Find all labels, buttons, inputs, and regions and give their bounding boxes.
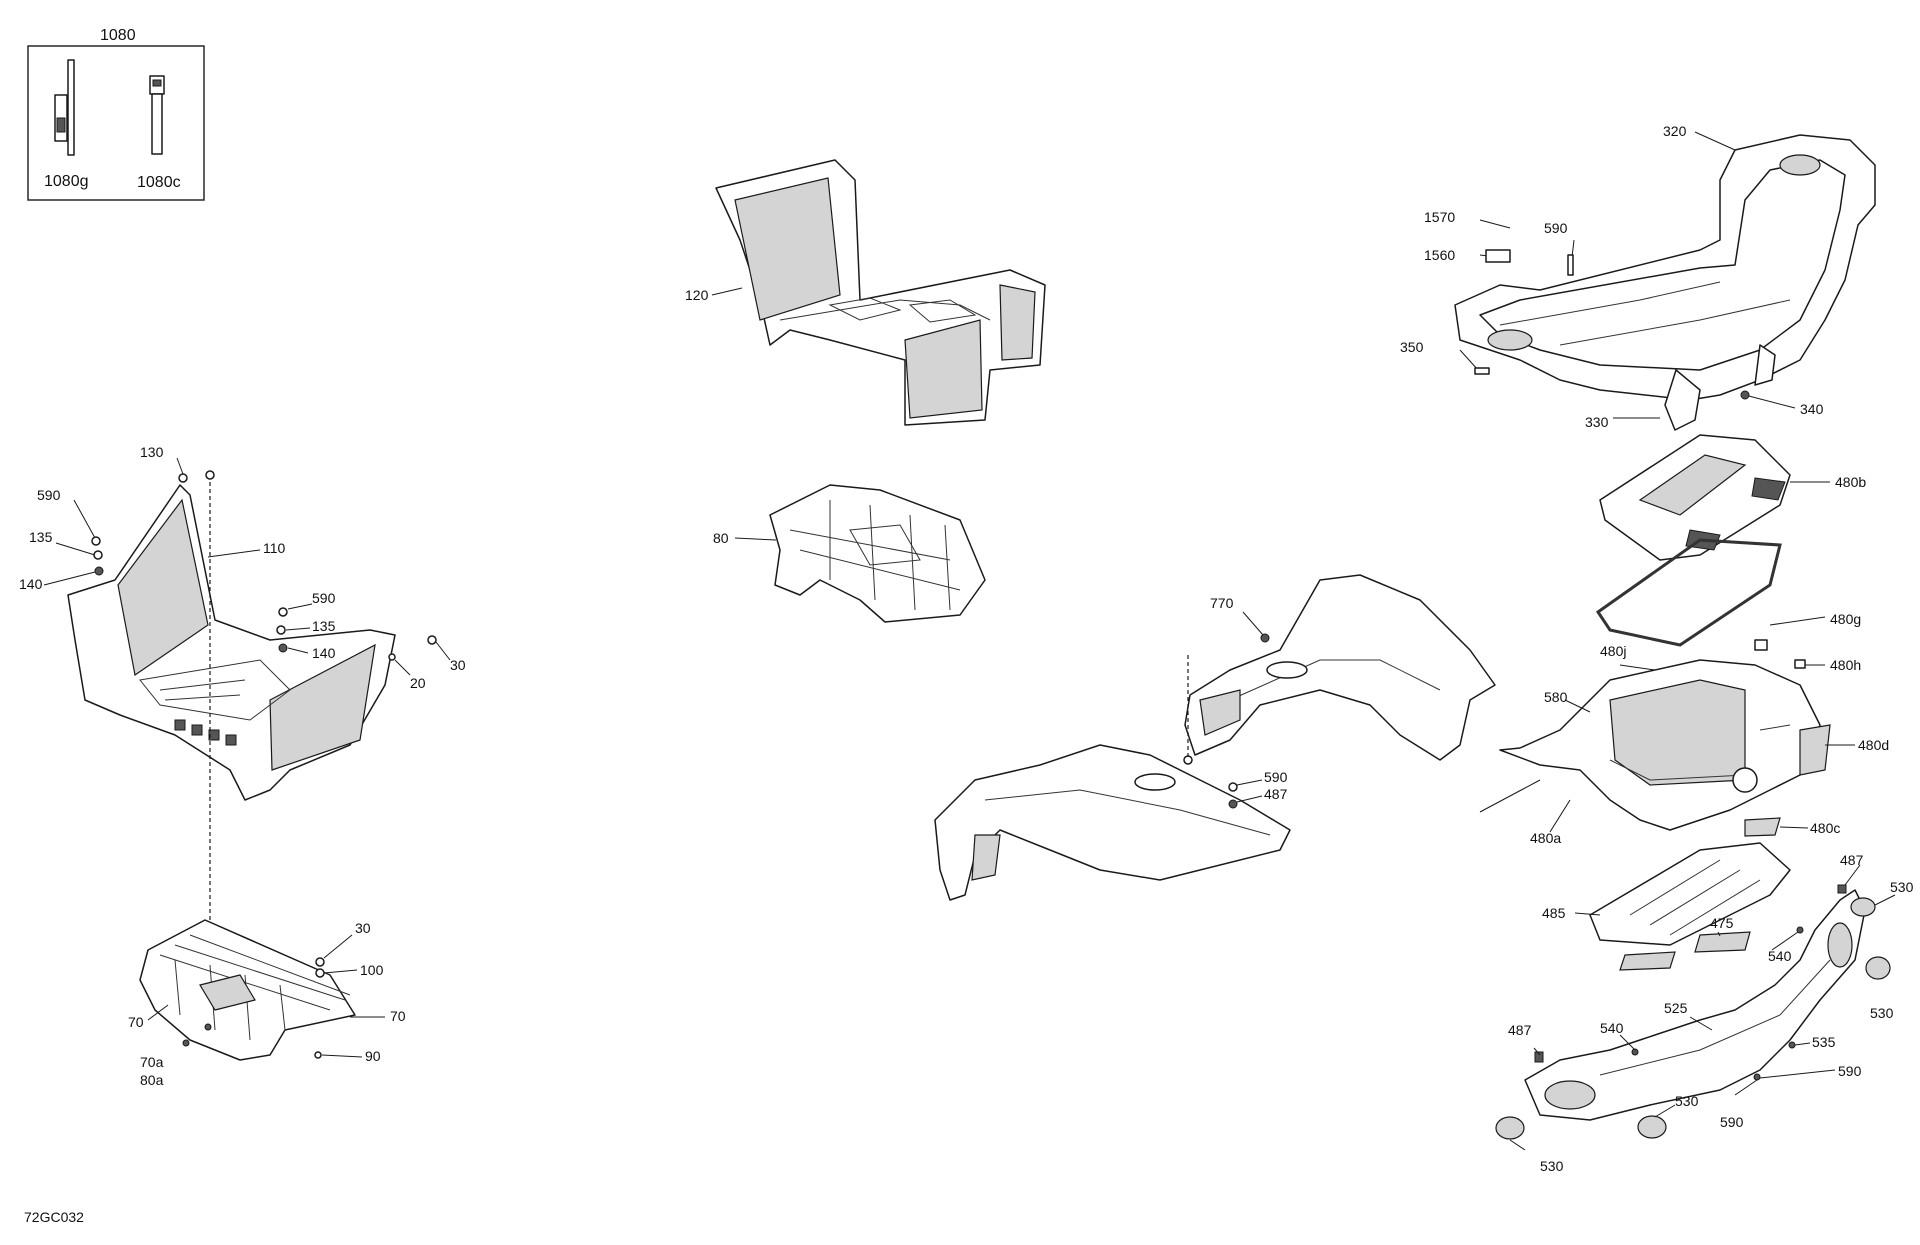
front-fender-illustration bbox=[934, 655, 1291, 901]
callout-590-rack: 590 bbox=[1544, 220, 1568, 236]
part-1080g-illustration bbox=[54, 59, 75, 156]
callout-30-lower: 30 bbox=[355, 920, 371, 936]
callout-535: 535 bbox=[1812, 1034, 1836, 1050]
callout-120: 120 bbox=[685, 287, 709, 303]
callout-100: 100 bbox=[360, 962, 384, 978]
part-525-illustration bbox=[1495, 864, 1896, 1151]
kit-title: 1080 bbox=[100, 27, 136, 44]
callout-530-bottom: 530 bbox=[1540, 1158, 1564, 1174]
callout-770: 770 bbox=[1210, 595, 1234, 611]
part-480b-illustration bbox=[1599, 434, 1830, 561]
callout-480b: 480b bbox=[1835, 474, 1866, 490]
callout-70-left: 70 bbox=[128, 1014, 144, 1030]
callout-1570: 1570 bbox=[1424, 209, 1455, 225]
callout-350: 350 bbox=[1400, 339, 1424, 355]
part-770-illustration bbox=[1184, 574, 1496, 761]
callout-135-mid: 135 bbox=[312, 618, 336, 634]
callout-30-upper: 30 bbox=[450, 657, 466, 673]
callout-80: 80 bbox=[713, 530, 729, 546]
callout-530-right: 530 bbox=[1870, 1005, 1894, 1021]
callout-540-upper: 540 bbox=[1768, 948, 1792, 964]
part-1080c-illustration bbox=[149, 75, 165, 155]
callout-530-top: 530 bbox=[1890, 879, 1914, 895]
callout-487-bumper-top: 487 bbox=[1840, 852, 1864, 868]
callout-480d: 480d bbox=[1858, 737, 1889, 753]
callout-480a: 480a bbox=[1530, 830, 1561, 846]
part-70-illustration bbox=[139, 919, 385, 1061]
part-480a-illustration bbox=[1479, 616, 1855, 837]
part-80-illustration bbox=[734, 484, 986, 623]
callout-80a: 80a bbox=[140, 1072, 164, 1088]
callout-525: 525 bbox=[1664, 1000, 1688, 1016]
left-fastener-stack bbox=[43, 457, 215, 586]
callout-480c: 480c bbox=[1810, 820, 1840, 836]
reflector-530-upper-illustration bbox=[1850, 897, 1876, 917]
callout-1080c: 1080c bbox=[137, 174, 181, 191]
storage-gasket-illustration bbox=[1595, 538, 1782, 647]
callout-480h: 480h bbox=[1830, 657, 1861, 673]
callout-1080g: 1080g bbox=[44, 173, 89, 190]
callout-90: 90 bbox=[365, 1048, 381, 1064]
callout-70-right: 70 bbox=[390, 1008, 406, 1024]
callout-590-mid: 590 bbox=[312, 590, 336, 606]
callout-480g: 480g bbox=[1830, 611, 1861, 627]
figure-code: 72GC032 bbox=[24, 1209, 84, 1225]
callout-130: 130 bbox=[140, 444, 164, 460]
callout-140-left: 140 bbox=[19, 576, 43, 592]
callout-480j: 480j bbox=[1600, 643, 1626, 659]
callout-590-fender: 590 bbox=[1264, 769, 1288, 785]
callout-475: 475 bbox=[1710, 915, 1734, 931]
part-485-illustration bbox=[1574, 842, 1791, 971]
callout-485: 485 bbox=[1542, 905, 1566, 921]
callout-135-left: 135 bbox=[29, 529, 53, 545]
callout-140-mid: 140 bbox=[312, 645, 336, 661]
callout-330: 330 bbox=[1585, 414, 1609, 430]
callout-590-left: 590 bbox=[37, 487, 61, 503]
callout-590-bumper-bottom: 590 bbox=[1720, 1114, 1744, 1130]
callout-530-center: 530 bbox=[1675, 1093, 1699, 1109]
part-320-illustration bbox=[1454, 131, 1876, 431]
callout-340: 340 bbox=[1800, 401, 1824, 417]
callout-540-lower: 540 bbox=[1600, 1020, 1624, 1036]
callout-590-bumper-right: 590 bbox=[1838, 1063, 1862, 1079]
callout-487-fender: 487 bbox=[1264, 786, 1288, 802]
callout-1560: 1560 bbox=[1424, 247, 1455, 263]
kit-1080-box: 1080 1080g 1080c bbox=[27, 27, 205, 201]
callout-320: 320 bbox=[1663, 123, 1687, 139]
right-fastener-stack bbox=[276, 603, 451, 676]
callout-580: 580 bbox=[1544, 689, 1568, 705]
callout-70a: 70a bbox=[140, 1054, 164, 1070]
part-120-illustration bbox=[711, 159, 1046, 426]
part-110-illustration bbox=[67, 484, 396, 801]
callout-487-bumper-left: 487 bbox=[1508, 1022, 1532, 1038]
callout-20: 20 bbox=[410, 675, 426, 691]
callout-110: 110 bbox=[263, 540, 286, 556]
